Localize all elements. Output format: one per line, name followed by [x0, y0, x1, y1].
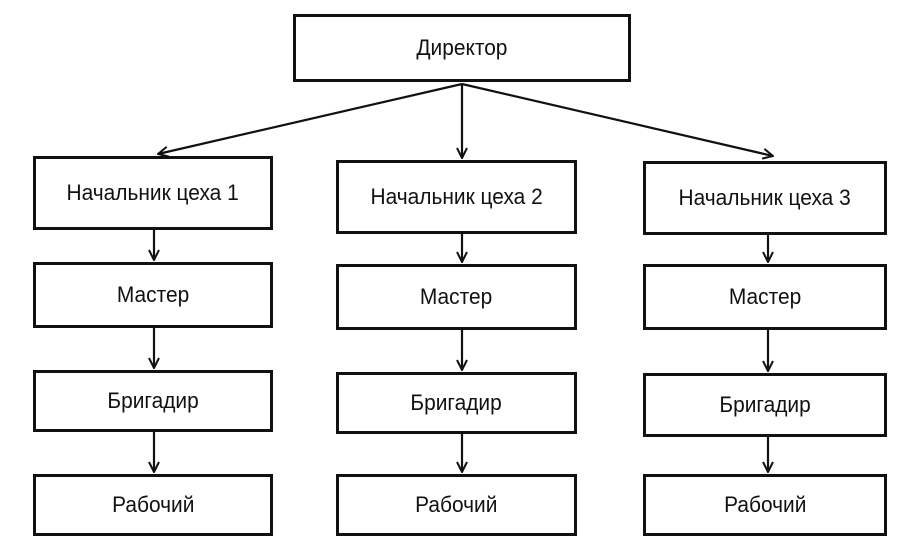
worker-3-label: Рабочий: [723, 492, 807, 517]
director-label: Директор: [416, 35, 508, 60]
workshop-chief-3-label: Начальник цеха 3: [678, 185, 852, 210]
worker-3-box: Рабочий: [643, 474, 887, 536]
master-2-label: Мастер: [420, 284, 493, 309]
arrow-director-to-chief-1: [158, 82, 463, 154]
director-box: Директор: [293, 14, 631, 82]
worker-1-label: Рабочий: [111, 492, 195, 517]
master-1-box: Мастер: [33, 262, 273, 328]
workshop-chief-2-box: Начальник цеха 2: [336, 160, 577, 234]
master-2-box: Мастер: [336, 264, 577, 330]
worker-2-box: Рабочий: [336, 474, 577, 536]
workshop-chief-1-box: Начальник цеха 1: [33, 156, 273, 230]
foreman-2-box: Бригадир: [336, 372, 577, 434]
foreman-2-label: Бригадир: [410, 390, 503, 415]
master-3-label: Мастер: [728, 284, 802, 309]
master-1-label: Мастер: [116, 282, 190, 307]
foreman-3-label: Бригадир: [719, 392, 811, 417]
workshop-chief-1-label: Начальник цеха 1: [66, 180, 240, 205]
arrow-director-to-chief-3: [461, 82, 773, 156]
foreman-3-box: Бригадир: [643, 373, 887, 437]
worker-2-label: Рабочий: [415, 492, 498, 517]
foreman-1-label: Бригадир: [107, 388, 199, 413]
workshop-chief-3-box: Начальник цеха 3: [643, 161, 887, 235]
worker-1-box: Рабочий: [33, 474, 273, 536]
foreman-1-box: Бригадир: [33, 370, 273, 432]
workshop-chief-2-label: Начальник цеха 2: [370, 184, 543, 209]
master-3-box: Мастер: [643, 264, 887, 330]
